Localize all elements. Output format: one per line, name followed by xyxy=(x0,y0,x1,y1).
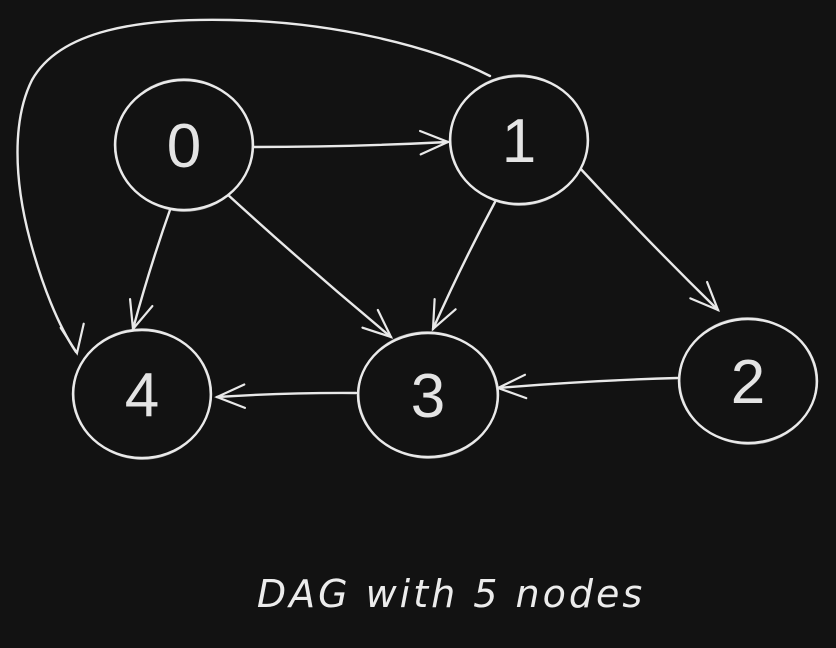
edge-1-to-3 xyxy=(431,200,497,331)
edge-2-to-3 xyxy=(496,376,680,390)
node-1-label: 1 xyxy=(502,107,536,176)
edge-3-to-4 xyxy=(215,391,358,399)
node-4: 4 xyxy=(71,328,213,460)
node-3: 3 xyxy=(356,331,500,459)
edge-0-to-1 xyxy=(251,140,450,149)
node-2: 2 xyxy=(677,317,819,445)
edge-0-to-3-arrowhead xyxy=(361,308,394,339)
node-4-circle-sketch-pass xyxy=(72,328,212,460)
node-0: 0 xyxy=(113,78,255,212)
edge-1-to-4-arrowhead xyxy=(59,322,85,356)
diagram-caption: DAG with 5 nodes xyxy=(256,572,646,616)
node-2-label: 2 xyxy=(731,348,765,417)
edge-0-to-4 xyxy=(131,205,173,331)
edge-1-to-2-arrowhead xyxy=(689,280,720,313)
node-4-label: 4 xyxy=(125,361,159,430)
node-1: 1 xyxy=(448,74,590,206)
edge-1-to-4 xyxy=(16,18,492,354)
node-0-circle-sketch-pass xyxy=(114,78,254,212)
edge-1-to-2 xyxy=(576,164,720,312)
node-0-label: 0 xyxy=(167,112,201,181)
edge-0-to-1-arrowhead xyxy=(418,129,451,156)
edge-0-to-3 xyxy=(225,192,393,339)
edge-1-to-3-arrowhead xyxy=(431,297,457,332)
node-3-label: 3 xyxy=(411,362,445,431)
node-2-circle-sketch-pass xyxy=(678,317,818,445)
edge-3-to-4-arrowhead xyxy=(214,383,247,409)
node-1-circle-sketch-pass xyxy=(449,74,589,206)
node-3-circle-sketch-pass xyxy=(357,331,499,459)
